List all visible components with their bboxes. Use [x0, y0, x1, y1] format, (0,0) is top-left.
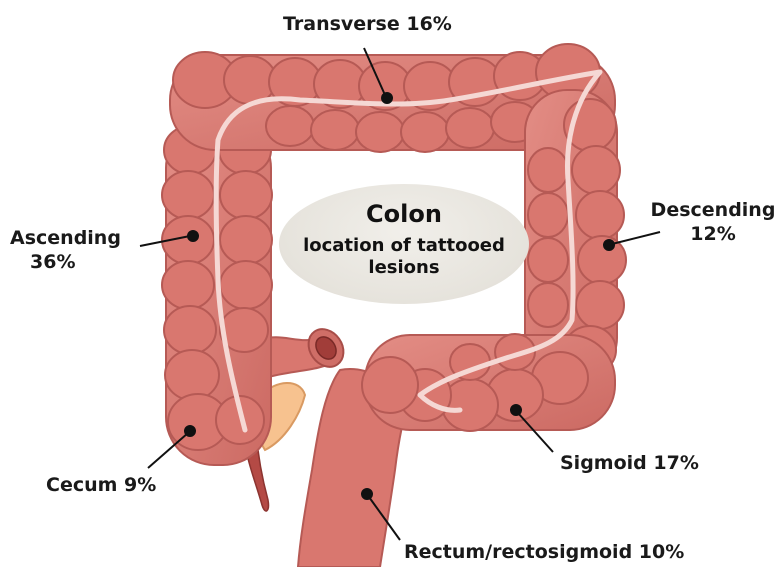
- label-descending: Descending 12%: [648, 198, 778, 246]
- center-subtitle-line-1: location of tattooed: [279, 235, 529, 257]
- label-ascending-pct: 36%: [10, 250, 121, 274]
- center-subtitle: location of tattooed lesions: [279, 235, 529, 279]
- label-cecum: Cecum 9%: [46, 473, 156, 497]
- label-rectum: Rectum/rectosigmoid 10%: [404, 540, 684, 564]
- label-transverse: Transverse 16%: [283, 12, 452, 36]
- dot-rectum: [362, 489, 372, 499]
- label-descending-name: Descending: [648, 198, 778, 222]
- dot-cecum: [185, 426, 195, 436]
- dot-descending: [604, 240, 614, 250]
- dot-ascending: [188, 231, 198, 241]
- center-title-oval: Colon location of tattooed lesions: [279, 184, 529, 304]
- label-ascending-name: Ascending: [10, 226, 121, 250]
- dot-sigmoid: [511, 405, 521, 415]
- center-subtitle-line-2: lesions: [279, 257, 529, 279]
- label-descending-pct: 12%: [648, 222, 778, 246]
- center-title: Colon: [279, 199, 529, 229]
- dot-transverse: [382, 93, 392, 103]
- ileum: [262, 322, 351, 378]
- label-sigmoid: Sigmoid 17%: [560, 451, 699, 475]
- label-ascending: Ascending 36%: [10, 226, 121, 274]
